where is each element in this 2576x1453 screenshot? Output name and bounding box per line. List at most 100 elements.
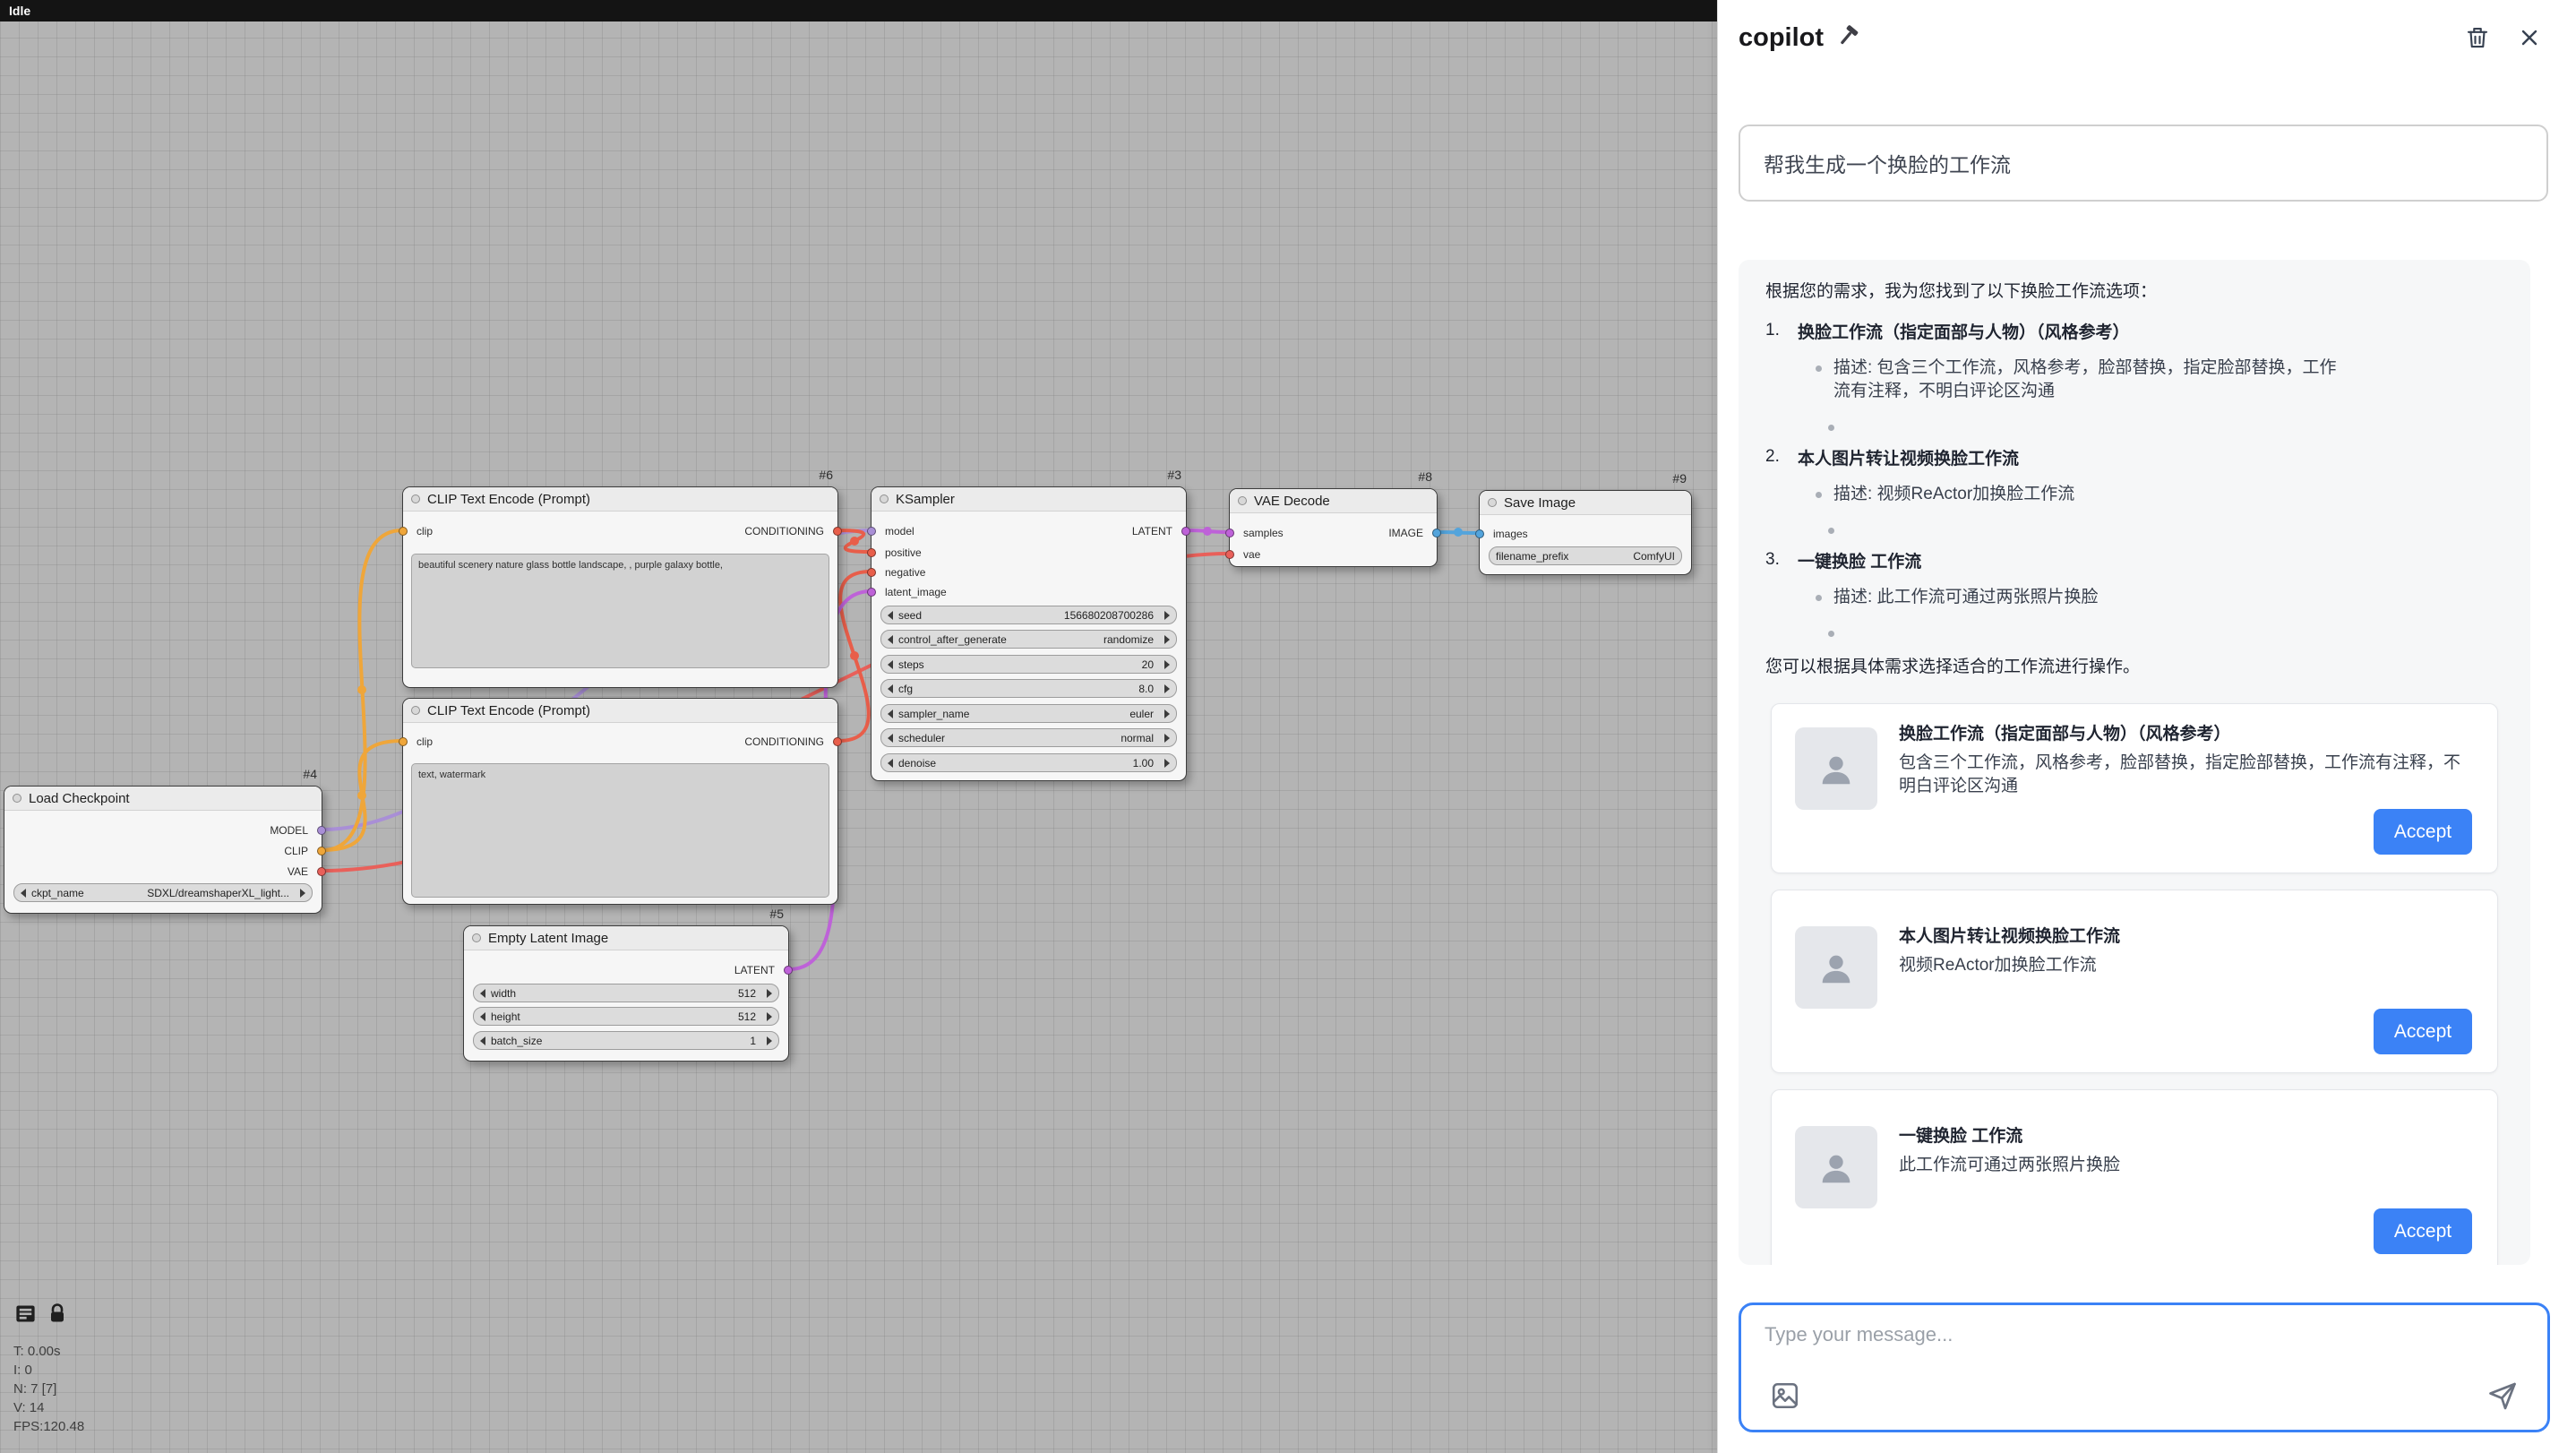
node-header[interactable]: Load Checkpoint <box>4 787 322 811</box>
node-clip-text-encode-negative[interactable]: CLIP Text Encode (Prompt) clip CONDITION… <box>399 698 842 905</box>
input-slot-vae[interactable]: vae <box>1225 545 1437 564</box>
cfg-widget[interactable]: cfg 8.0 <box>880 679 1177 698</box>
node-header[interactable]: Save Image <box>1480 491 1691 515</box>
slot-row: clip CONDITIONING <box>399 521 842 541</box>
latent-slot-dot-icon[interactable] <box>784 966 793 975</box>
send-icon[interactable] <box>2486 1379 2519 1415</box>
right-arrow-icon[interactable] <box>767 1036 772 1045</box>
scheduler-widget[interactable]: scheduler normal <box>880 728 1177 747</box>
filename-prefix-widget[interactable]: filename_prefix ComfyUI <box>1489 546 1682 565</box>
collapse-dot-icon[interactable] <box>1488 498 1497 507</box>
right-arrow-icon[interactable] <box>767 988 772 998</box>
workflow-canvas[interactable]: Idle #4 Load Checkpoint MODEL CLIP VAE <box>0 0 1717 1453</box>
right-arrow-icon[interactable] <box>1164 634 1170 644</box>
left-arrow-icon[interactable] <box>888 659 893 669</box>
steps-widget[interactable]: steps 20 <box>880 655 1177 674</box>
right-arrow-icon[interactable] <box>1164 610 1170 620</box>
right-arrow-icon[interactable] <box>1164 659 1170 669</box>
clip-slot-dot-icon[interactable] <box>317 847 326 855</box>
node-id-badge: #9 <box>1672 471 1687 486</box>
left-arrow-icon[interactable] <box>21 888 26 898</box>
node-load-checkpoint[interactable]: #4 Load Checkpoint MODEL CLIP VAE ckpt_n… <box>4 767 326 914</box>
output-slot-vae[interactable]: VAE <box>4 862 326 881</box>
left-arrow-icon[interactable] <box>888 634 893 644</box>
latent-slot-dot-icon[interactable] <box>1181 527 1190 536</box>
model-slot-dot-icon[interactable] <box>317 826 326 835</box>
node-ksampler[interactable]: #3 KSampler model positive negative late… <box>867 468 1190 781</box>
output-slot-image[interactable]: IMAGE <box>1230 523 1441 543</box>
attach-image-icon[interactable] <box>1770 1380 1800 1415</box>
node-save-image[interactable]: #9 Save Image images filename_prefix Com… <box>1475 471 1692 575</box>
conditioning-slot-dot-icon[interactable] <box>867 548 876 557</box>
left-arrow-icon[interactable] <box>888 709 893 718</box>
accept-button[interactable]: Accept <box>2374 1208 2472 1254</box>
grid-icon[interactable] <box>13 1301 38 1326</box>
latent-slot-dot-icon[interactable] <box>867 588 876 597</box>
node-header[interactable]: VAE Decode <box>1230 489 1437 513</box>
ckpt-name-widget[interactable]: ckpt_name SDXL/dreamshaperXL_light... <box>13 883 313 902</box>
right-arrow-icon[interactable] <box>1164 758 1170 768</box>
input-slot-images[interactable]: images <box>1475 524 1691 544</box>
widget-value: normal <box>1121 731 1154 744</box>
node-header[interactable]: CLIP Text Encode (Prompt) <box>403 699 837 723</box>
width-widget[interactable]: width 512 <box>473 984 779 1002</box>
vae-slot-dot-icon[interactable] <box>317 867 326 876</box>
right-arrow-icon[interactable] <box>767 1011 772 1021</box>
output-slot-model[interactable]: MODEL <box>4 821 326 840</box>
node-title: CLIP Text Encode (Prompt) <box>427 491 591 507</box>
left-arrow-icon[interactable] <box>888 684 893 693</box>
node-empty-latent-image[interactable]: #5 Empty Latent Image LATENT width 512 h… <box>463 907 793 1062</box>
left-arrow-icon[interactable] <box>480 1011 485 1021</box>
denoise-widget[interactable]: denoise 1.00 <box>880 753 1177 772</box>
input-slot-positive[interactable]: positive <box>867 543 1186 563</box>
clip-slot-dot-icon[interactable] <box>399 527 408 536</box>
node-header[interactable]: Empty Latent Image <box>464 926 788 950</box>
sampler-name-widget[interactable]: sampler_name euler <box>880 704 1177 723</box>
image-slot-dot-icon[interactable] <box>1475 529 1484 538</box>
left-arrow-icon[interactable] <box>480 1036 485 1045</box>
node-header[interactable]: CLIP Text Encode (Prompt) <box>403 487 837 512</box>
left-arrow-icon[interactable] <box>888 733 893 743</box>
left-arrow-icon[interactable] <box>888 758 893 768</box>
vae-slot-dot-icon[interactable] <box>1225 550 1234 559</box>
input-slot-latent-image[interactable]: latent_image <box>867 582 1186 602</box>
seed-widget[interactable]: seed 156680208700286 <box>880 606 1177 624</box>
conditioning-slot-dot-icon[interactable] <box>867 568 876 577</box>
collapse-dot-icon[interactable] <box>13 794 21 803</box>
batch-size-widget[interactable]: batch_size 1 <box>473 1031 779 1050</box>
accept-button[interactable]: Accept <box>2374 1009 2472 1054</box>
right-arrow-icon[interactable] <box>1164 733 1170 743</box>
collapse-dot-icon[interactable] <box>411 494 420 503</box>
message-input[interactable] <box>1741 1305 2547 1386</box>
prompt-text-widget[interactable]: beautiful scenery nature glass bottle la… <box>411 554 829 668</box>
control-after-generate-widget[interactable]: control_after_generate randomize <box>880 630 1177 649</box>
prompt-text-widget[interactable]: text, watermark <box>411 763 829 898</box>
collapse-dot-icon[interactable] <box>880 494 889 503</box>
collapse-dot-icon[interactable] <box>411 706 420 715</box>
collapse-dot-icon[interactable] <box>1238 496 1247 505</box>
output-slot-clip[interactable]: CLIP <box>4 841 326 861</box>
right-arrow-icon[interactable] <box>300 888 305 898</box>
canvas-stats: T: 0.00s I: 0 N: 7 [7] V: 14 FPS:120.48 <box>13 1342 84 1436</box>
node-clip-text-encode-positive[interactable]: #6 CLIP Text Encode (Prompt) clip CONDIT… <box>399 468 842 688</box>
image-slot-dot-icon[interactable] <box>1432 529 1441 537</box>
height-widget[interactable]: height 512 <box>473 1007 779 1026</box>
accept-button[interactable]: Accept <box>2374 809 2472 855</box>
lock-icon[interactable] <box>45 1301 70 1326</box>
trash-icon[interactable] <box>2460 20 2495 56</box>
collapse-dot-icon[interactable] <box>472 933 481 942</box>
clip-slot-dot-icon[interactable] <box>399 737 408 746</box>
right-arrow-icon[interactable] <box>1164 684 1170 693</box>
conditioning-slot-dot-icon[interactable] <box>833 527 842 536</box>
left-arrow-icon[interactable] <box>480 988 485 998</box>
left-arrow-icon[interactable] <box>888 610 893 620</box>
close-icon[interactable] <box>2512 20 2547 56</box>
output-slot-latent[interactable]: LATENT <box>872 521 1190 541</box>
node-vae-decode[interactable]: #8 VAE Decode samples vae IMAGE <box>1225 469 1441 567</box>
right-arrow-icon[interactable] <box>1164 709 1170 718</box>
output-slot-latent[interactable]: LATENT <box>464 960 793 980</box>
conditioning-slot-dot-icon[interactable] <box>833 737 842 746</box>
input-slot-negative[interactable]: negative <box>867 563 1186 582</box>
node-header[interactable]: KSampler <box>872 487 1186 512</box>
